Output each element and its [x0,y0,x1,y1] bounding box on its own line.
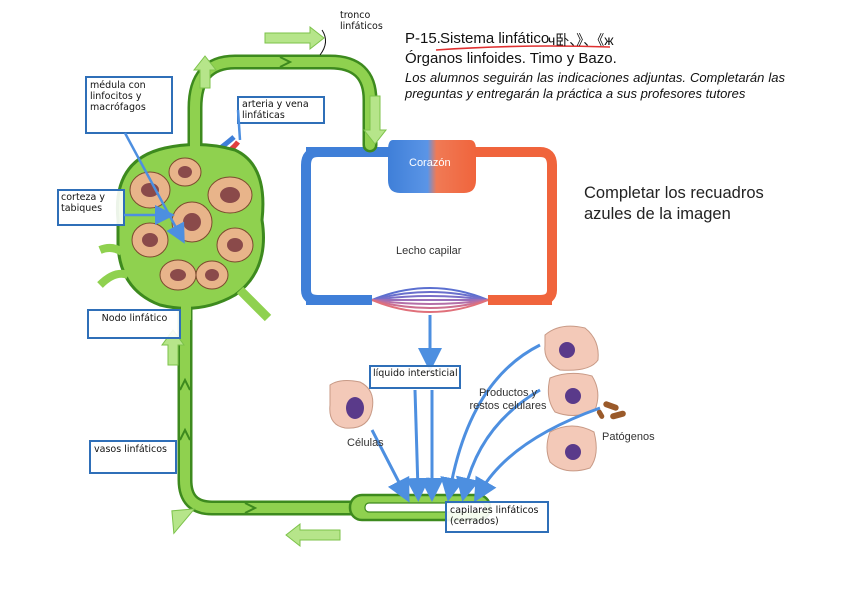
products-label: Productos y restos celulares [469,387,547,412]
heart [388,140,476,193]
handwritten-mark: ч卧、》、《ж [548,32,614,48]
heart-label: Corazón [409,157,451,169]
pathogens-label: Patógenos [602,431,655,443]
instructions: Los alumnos seguirán las indicaciones ad… [405,70,785,101]
pointer-lines [123,29,326,244]
trunk-label: tronco linfáticos [340,10,383,32]
artery-vein-label: arteria y vena linfáticas [242,99,309,121]
page-subtitle: Órganos linfoides. Timo y Bazo. [405,50,617,67]
lymph-node [97,135,272,322]
capillaries-label: capilares linfáticos (cerrados) [450,505,539,527]
pathogens [596,401,626,420]
task-text: Completar los recuadros azules de la ima… [584,184,764,223]
capillary-bed-label: Lecho capilar [396,245,462,257]
flow-arrows [161,25,388,548]
title-underline [435,45,611,51]
cortex-label: corteza y tabiques [61,192,105,214]
label-boxes [57,76,549,533]
fluid-label: líquido intersticial [373,368,458,379]
medulla-label: médula con linfocitos y macrófagos [90,80,146,113]
page-title: Sistema linfático [440,30,550,47]
cells [329,325,599,472]
capillary-bed [306,278,552,322]
cells-label: Células [347,437,384,449]
vessels-label: vasos linfáticos [94,444,167,455]
node-label: Nodo linfático [101,313,168,324]
practice-code: P-15. [405,30,441,47]
fluid-arrows [370,315,601,503]
